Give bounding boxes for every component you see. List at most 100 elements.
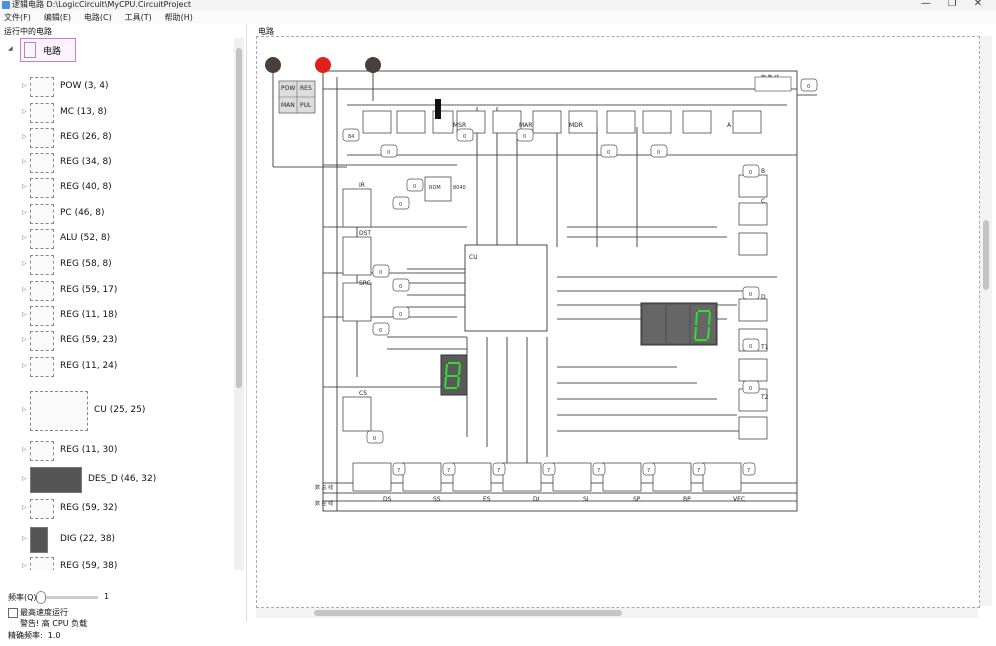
tree-item[interactable]: ▷REG (58, 8): [6, 254, 232, 275]
canvas-vertical-scrollbar-thumb[interactable]: [983, 220, 989, 290]
expand-arrow-icon[interactable]: ▷: [22, 535, 27, 542]
frequency-slider[interactable]: [38, 596, 98, 599]
circuit-thumbnail-icon: [30, 178, 54, 198]
menu-circuit[interactable]: 电路(C): [83, 13, 112, 22]
reg-t2-label: T2: [760, 394, 769, 401]
const-zero: 0: [379, 270, 382, 276]
tree-item[interactable]: ▷ POW (3, 4): [6, 76, 232, 97]
menu-help[interactable]: 帮助(H): [164, 13, 193, 22]
const-zero: 0: [749, 344, 752, 350]
expand-arrow-icon[interactable]: ▷: [22, 82, 27, 89]
minimize-button[interactable]: —: [921, 0, 931, 9]
tree-item[interactable]: ▷REG (11, 30): [6, 440, 232, 461]
cpu-warning: 警告! 高 CPU 负载: [20, 619, 88, 628]
tree-item-label: REG (26, 8): [60, 132, 112, 142]
accuracy-readout: 精确频率: 1.0: [8, 630, 61, 641]
root-circuit-item[interactable]: 电路: [20, 38, 76, 62]
cu-block[interactable]: CU: [464, 244, 548, 332]
side-label-data-bus: 数 总 线: [315, 484, 333, 491]
expand-arrow-icon[interactable]: ▷: [22, 362, 27, 369]
tree-item[interactable]: ▷DES_D (46, 32): [6, 466, 232, 493]
seg-ss-label: SS: [433, 496, 441, 503]
canvas-horizontal-scrollbar[interactable]: [256, 608, 978, 618]
expand-arrow-icon[interactable]: ▷: [22, 234, 27, 241]
circuit-thumbnail-icon: [30, 527, 48, 553]
expand-arrow-icon[interactable]: ▷: [22, 475, 27, 482]
tree-item[interactable]: ▷REG (11, 18): [6, 305, 232, 326]
canvas-horizontal-scrollbar-thumb[interactable]: [314, 610, 622, 616]
expand-arrow-icon[interactable]: ▷: [22, 133, 27, 140]
tree-item[interactable]: ▷DIG (22, 38): [6, 526, 232, 553]
tree-item[interactable]: ▷REG (59, 17): [6, 280, 232, 301]
expand-arrow-icon[interactable]: ▷: [22, 209, 27, 216]
led-input-1[interactable]: [265, 57, 281, 73]
tree-root[interactable]: ◢ 电路: [6, 38, 232, 62]
title-bar: 逻辑电路 D:\LogicCircuit\MyCPU.CircuitProjec…: [0, 0, 996, 10]
expand-arrow-icon[interactable]: ▷: [22, 108, 27, 115]
tree-item-label: REG (34, 8): [60, 157, 112, 167]
accuracy-label: 精确频率:: [8, 631, 43, 640]
tree-item[interactable]: ▷ REG (34, 8): [6, 152, 232, 173]
tree-item[interactable]: ▷REG (11, 24): [6, 356, 232, 377]
circuit-canvas[interactable]: POW RES MAN PUL: [256, 36, 980, 608]
bus-switch-icon[interactable]: [435, 99, 441, 119]
circuit-thumbnail-icon: [30, 77, 54, 97]
const-zero: 0: [379, 328, 382, 334]
tree-item[interactable]: ▷ CU (25, 25): [6, 390, 232, 431]
tree-item[interactable]: ▷ REG (40, 8): [6, 177, 232, 198]
tree-item[interactable]: ▷PC (46, 8): [6, 203, 232, 224]
frequency-label: 频率(Q): [8, 593, 37, 602]
tree-item[interactable]: ▷MC (13, 8): [6, 102, 232, 123]
register-labels: ROM 8040 MSR MAR MDR A B C D T1 T2 IR DS…: [315, 74, 779, 507]
collapse-arrow-icon[interactable]: ◢: [8, 45, 13, 52]
const-seven: 7: [597, 468, 600, 474]
seg-di-label: DI: [533, 496, 540, 503]
expand-arrow-icon[interactable]: ▷: [22, 336, 27, 343]
const-zero-labels: 84 0 0 0 0 0 0 0 0 0 0 0 0 0 0 0 0 0: [348, 84, 810, 442]
frequency-value: 1: [104, 592, 110, 601]
maximize-button[interactable]: ❐: [947, 0, 957, 9]
menu-file[interactable]: 文件(F): [4, 13, 31, 22]
expand-arrow-icon[interactable]: ▷: [22, 562, 27, 569]
circuit-thumbnail-icon: [30, 306, 54, 326]
led-input-2[interactable]: [315, 57, 331, 73]
register-blocks: [342, 110, 768, 492]
menu-edit[interactable]: 编辑(E): [43, 13, 72, 22]
tree-item[interactable]: ▷REG (59, 32): [6, 498, 232, 519]
power-block[interactable]: POW RES MAN PUL: [278, 80, 316, 114]
expand-arrow-icon[interactable]: ▷: [22, 311, 27, 318]
circuit-diagram[interactable]: POW RES MAN PUL: [257, 37, 979, 607]
canvas-vertical-scrollbar[interactable]: [980, 36, 992, 606]
expand-arrow-icon[interactable]: ▷: [22, 183, 27, 190]
expand-arrow-icon[interactable]: ▷: [22, 260, 27, 267]
rom-label: ROM: [429, 185, 441, 191]
editor-title: 电路: [258, 27, 274, 36]
max-speed-checkbox[interactable]: [8, 608, 18, 618]
tree-item-label: CU (25, 25): [94, 405, 146, 415]
circuit-editor-panel: 电路: [256, 24, 996, 622]
constant-blocks: [342, 78, 818, 476]
expand-arrow-icon[interactable]: ▷: [22, 286, 27, 293]
expand-arrow-icon[interactable]: ▷: [22, 406, 27, 413]
circuit-tree[interactable]: ◢ 电路 ▷POW (3, 4)▷MC (13, 8)▷REG (26, 8)▷…: [6, 38, 232, 580]
const-seven: 7: [497, 468, 500, 474]
tree-scrollbar-thumb[interactable]: [236, 48, 242, 388]
top-right-status: [754, 76, 792, 92]
menu-tools[interactable]: 工具(T): [124, 13, 152, 22]
led-input-3[interactable]: [365, 57, 381, 73]
circuit-thumbnail-icon: [30, 153, 54, 173]
tree-scrollbar[interactable]: [234, 38, 244, 578]
tree-item[interactable]: ▷REG (59, 23): [6, 330, 232, 351]
ir-label: IR: [359, 182, 365, 189]
tree-item[interactable]: ▷ALU (52, 8): [6, 228, 232, 249]
expand-arrow-icon[interactable]: ▷: [22, 504, 27, 511]
tree-item[interactable]: ▷ REG (26, 8): [6, 127, 232, 148]
expand-arrow-icon[interactable]: ▷: [22, 446, 27, 453]
panel-title: 运行中的电路: [4, 27, 52, 36]
close-button[interactable]: ✕: [973, 0, 983, 9]
frequency-slider-knob[interactable]: [36, 591, 46, 604]
tree-item-label: REG (40, 8): [60, 182, 112, 192]
expand-arrow-icon[interactable]: ▷: [22, 158, 27, 165]
tree-item-label: POW (3, 4): [60, 81, 109, 91]
menu-bar: 文件(F) 编辑(E) 电路(C) 工具(T) 帮助(H): [0, 10, 996, 24]
